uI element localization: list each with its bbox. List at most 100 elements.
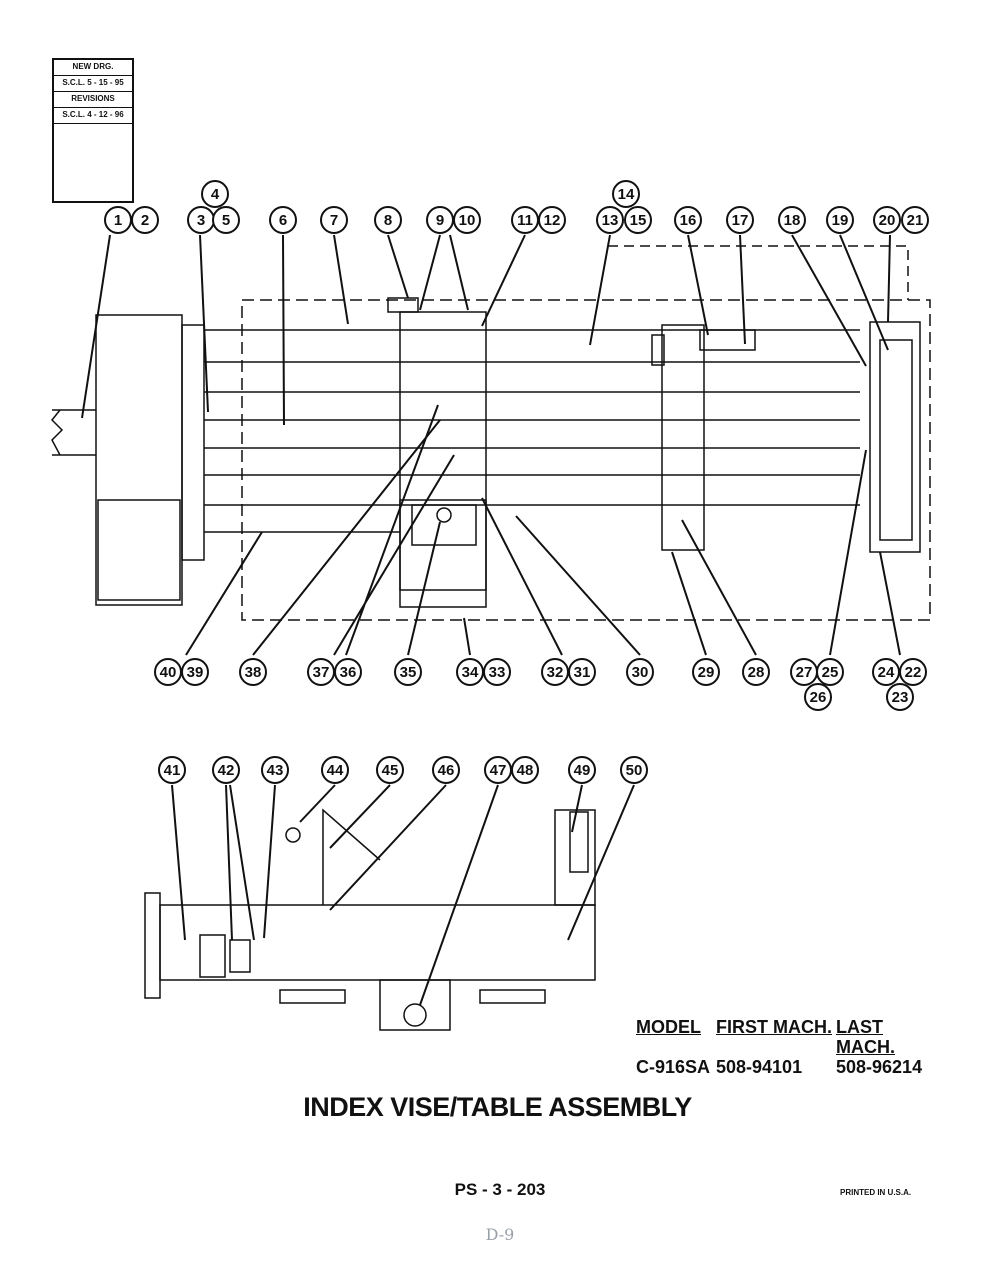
callout-label: 10 xyxy=(459,212,476,229)
callout-label: 47 xyxy=(490,762,507,779)
model-value: C-916SA xyxy=(636,1057,711,1077)
left-frame xyxy=(95,314,183,606)
callout-balloon xyxy=(374,206,402,234)
callout-label: 45 xyxy=(382,762,399,779)
callout-balloon xyxy=(568,658,596,686)
callout-balloon xyxy=(742,658,770,686)
callout-label: 29 xyxy=(698,664,715,681)
printed-note: PRINTED IN U.S.A. xyxy=(840,1188,912,1197)
callout-balloon xyxy=(321,756,349,784)
callout-label: 23 xyxy=(892,689,909,706)
callout-label: 42 xyxy=(218,762,235,779)
callout-balloon xyxy=(334,658,362,686)
callout-balloon xyxy=(394,658,422,686)
callout-balloon xyxy=(899,658,927,686)
upper-dash xyxy=(608,245,909,300)
callout-label: 16 xyxy=(680,212,697,229)
callout-balloon xyxy=(568,756,596,784)
callout-balloon xyxy=(212,206,240,234)
callout-balloon xyxy=(158,756,186,784)
callout-label: 1 xyxy=(114,212,122,229)
model-table: MODEL FIRST MACH. LAST MACH. C-916SA 508… xyxy=(636,1017,941,1077)
callout-label: 43 xyxy=(267,762,284,779)
callout-label: 13 xyxy=(602,212,619,229)
callout-label: 31 xyxy=(574,664,591,681)
callout-label: 19 xyxy=(832,212,849,229)
callout-balloon xyxy=(483,658,511,686)
callout-label: 44 xyxy=(327,762,344,779)
callout-label: 50 xyxy=(626,762,643,779)
callout-label: 37 xyxy=(313,664,330,681)
footer-mark: D-9 xyxy=(485,1225,515,1244)
end-plate xyxy=(869,321,921,553)
model-header: MODEL xyxy=(636,1017,701,1037)
callout-label: 17 xyxy=(732,212,749,229)
callout-label: 15 xyxy=(630,212,647,229)
callout-label: 35 xyxy=(400,664,417,681)
callout-balloon xyxy=(886,683,914,711)
callout-label: 26 xyxy=(810,689,827,706)
callout-label: 48 xyxy=(517,762,534,779)
last-mach-value: 508-96214 xyxy=(836,1057,923,1077)
callout-label: 3 xyxy=(197,212,205,229)
callout-label: 5 xyxy=(222,212,230,229)
callout-balloon xyxy=(901,206,929,234)
revision-block: NEW DRG. S.C.L. 5 - 15 - 95 REVISIONS S.… xyxy=(52,58,134,203)
callout-balloon xyxy=(826,206,854,234)
drawing-title: INDEX VISE/TABLE ASSEMBLY xyxy=(303,1092,692,1122)
revision-line: REVISIONS xyxy=(54,92,132,108)
callout-label: 34 xyxy=(462,664,479,681)
callout-label: 6 xyxy=(279,212,287,229)
callout-balloon xyxy=(804,683,832,711)
callout-balloon xyxy=(212,756,240,784)
callout-label: 18 xyxy=(784,212,801,229)
callout-label: 27 xyxy=(796,664,813,681)
callout-balloon xyxy=(626,658,654,686)
callout-label: 14 xyxy=(618,186,635,203)
callout-label: 46 xyxy=(438,762,455,779)
callout-label: 36 xyxy=(340,664,357,681)
callout-label: 7 xyxy=(330,212,338,229)
callout-label: 21 xyxy=(907,212,924,229)
callout-label: 39 xyxy=(187,664,204,681)
callout-label: 38 xyxy=(245,664,262,681)
callout-balloon xyxy=(201,180,229,208)
callout-balloon xyxy=(596,206,624,234)
callout-balloon xyxy=(674,206,702,234)
callout-label: 4 xyxy=(211,186,220,203)
callout-balloon xyxy=(612,180,640,208)
carriage xyxy=(399,311,487,608)
first-mach-header: FIRST MACH. xyxy=(716,1017,832,1037)
callout-label: 40 xyxy=(160,664,177,681)
callout-balloon xyxy=(376,756,404,784)
callout-label: 32 xyxy=(547,664,564,681)
callout-label: 2 xyxy=(141,212,149,229)
callout-label: 12 xyxy=(544,212,561,229)
callout-balloon xyxy=(320,206,348,234)
callout-balloon xyxy=(453,206,481,234)
callout-balloon xyxy=(131,206,159,234)
revision-line: NEW DRG. xyxy=(54,60,132,76)
callout-label: 41 xyxy=(164,762,181,779)
callout-balloon xyxy=(873,206,901,234)
callout-balloon xyxy=(538,206,566,234)
callout-balloon xyxy=(261,756,289,784)
callout-label: 25 xyxy=(822,664,839,681)
callout-balloon xyxy=(624,206,652,234)
callout-balloon xyxy=(620,756,648,784)
callout-label: 11 xyxy=(517,212,533,229)
callout-balloon xyxy=(181,658,209,686)
callout-balloon xyxy=(726,206,754,234)
callout-label: 9 xyxy=(436,212,444,229)
callout-balloon xyxy=(816,658,844,686)
callout-label: 33 xyxy=(489,664,506,681)
revision-line: S.C.L. 4 - 12 - 96 xyxy=(54,108,132,124)
callout-balloon xyxy=(432,756,460,784)
callout-label: 30 xyxy=(632,664,649,681)
callout-label: 22 xyxy=(905,664,922,681)
callout-balloon xyxy=(239,658,267,686)
callout-label: 28 xyxy=(748,664,765,681)
callout-balloon xyxy=(511,756,539,784)
callout-balloon xyxy=(778,206,806,234)
